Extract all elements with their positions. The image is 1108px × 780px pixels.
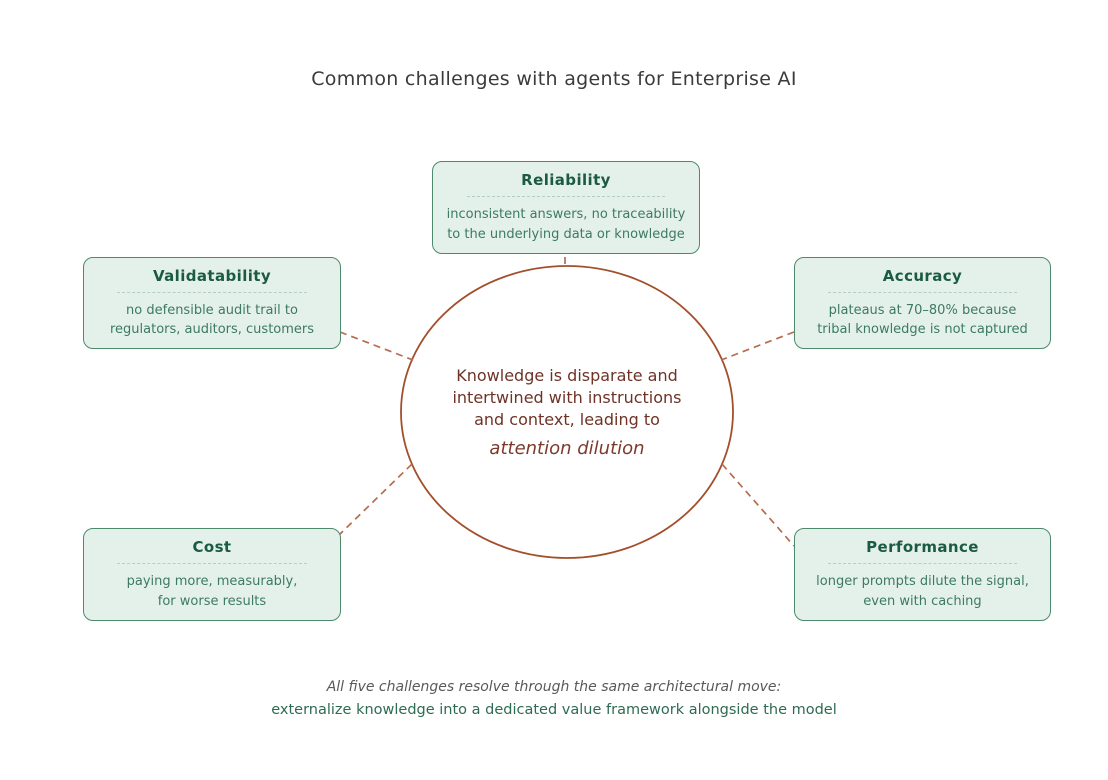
connector-cost <box>337 463 413 537</box>
box-cost-title: Cost <box>192 538 232 556</box>
footer-caption-line2: externalize knowledge into a dedicated v… <box>271 702 837 718</box>
box-accuracy-title: Accuracy <box>882 266 963 285</box>
box-performance-body: longer prompts dilute the signal, even w… <box>816 572 1029 611</box>
box-performance-divider <box>827 563 1018 564</box>
page-title: Common challenges with agents for Enterp… <box>311 68 797 90</box>
box-validatability-body: no defensible audit trail to regulators,… <box>110 301 314 340</box>
footer-caption-line1: All five challenges resolve through the … <box>326 679 782 695</box>
box-accuracy-divider <box>827 291 1018 293</box>
box-accuracy-body-line1: plateaus at 70–80% because <box>828 302 1017 318</box>
box-validatability-divider <box>116 291 308 293</box>
center-statement-line3: and context, leading to <box>474 410 660 429</box>
box-cost-divider <box>116 563 308 564</box>
box-validatability: Validatability no defensible audit trail… <box>83 257 341 349</box>
footer-caption: All five challenges resolve through the … <box>0 679 1108 718</box>
box-cost-body-line2: for worse results <box>157 593 267 609</box>
center-statement: Knowledge is disparate and intertwined w… <box>437 365 697 460</box>
box-reliability-body: inconsistent answers, no traceability to… <box>447 205 686 244</box>
box-reliability-body-line2: to the underlying data or knowledge <box>447 226 685 242</box>
box-reliability-divider <box>466 196 666 197</box>
box-cost-body: paying more, measurably, for worse resul… <box>127 572 298 611</box>
center-circle <box>400 265 734 559</box>
connector-validatability <box>339 331 414 361</box>
box-performance-body-line2: even with caching <box>863 593 982 609</box>
box-performance-title: Performance <box>866 538 979 556</box>
box-validatability-body-line2: regulators, auditors, customers <box>109 322 315 337</box>
box-performance-body-line1: longer prompts dilute the signal, <box>816 574 1029 589</box>
box-performance: Performance longer prompts dilute the si… <box>794 528 1051 621</box>
center-statement-line2: intertwined with instructions <box>452 388 682 407</box>
box-accuracy-body-line2: tribal knowledge is not captured <box>817 322 1028 337</box>
center-statement-line1: Knowledge is disparate and <box>456 366 678 385</box>
box-reliability: Reliability inconsistent answers, no tra… <box>432 161 700 254</box>
connector-accuracy <box>720 331 795 361</box>
box-accuracy: Accuracy plateaus at 70–80% because trib… <box>794 257 1051 349</box>
box-validatability-title: Validatability <box>152 266 272 285</box>
box-reliability-body-line1: inconsistent answers, no traceability <box>446 207 686 222</box>
box-validatability-body-line1: no defensible audit trail to <box>126 302 298 318</box>
center-statement-emphasis: attention dilution <box>489 438 645 459</box>
box-reliability-title: Reliability <box>521 171 611 189</box>
box-cost-body-line1: paying more, measurably, <box>126 574 298 589</box>
connector-performance <box>721 463 795 547</box>
box-cost: Cost paying more, measurably, for worse … <box>83 528 341 621</box>
box-accuracy-body: plateaus at 70–80% because tribal knowle… <box>817 301 1028 340</box>
